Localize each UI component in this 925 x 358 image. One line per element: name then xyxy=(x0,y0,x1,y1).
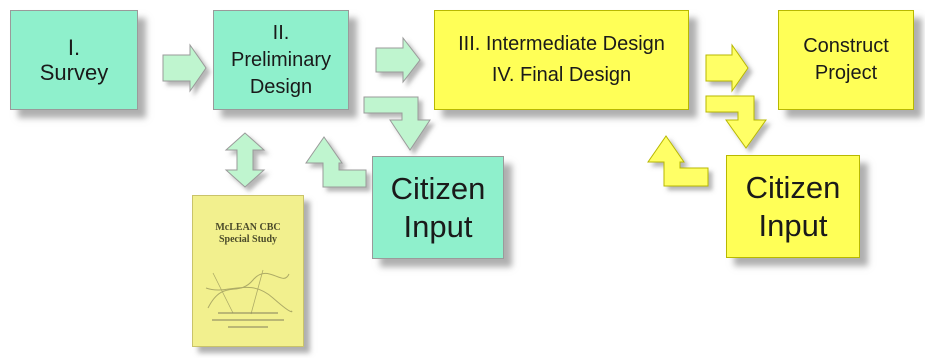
arrow-citizen-to-intermediate xyxy=(647,135,709,187)
intermediate-final-design-box: III. Intermediate Design IV. Final Desig… xyxy=(434,10,689,110)
arrow-citizen-to-preliminary xyxy=(305,136,367,188)
preliminary-design-box: II. Preliminary Design xyxy=(213,10,349,110)
special-study-document: McLEAN CBC Special Study xyxy=(192,195,304,347)
document-map-graphic xyxy=(205,269,293,315)
survey-line-2: Survey xyxy=(39,60,109,85)
arrow-intermediate-to-citizen xyxy=(705,95,767,149)
citizen-input-box-green: Citizen Input xyxy=(372,156,504,259)
final-design-label: IV. Final Design xyxy=(491,64,632,86)
survey-line-1: I. xyxy=(67,35,81,60)
arrow-preliminary-to-citizen xyxy=(363,96,431,151)
arrow-intermediate-to-construct xyxy=(705,43,749,93)
construct-line-1: Construct xyxy=(803,35,889,57)
arrow-preliminary-to-intermediate xyxy=(375,36,421,84)
survey-box: I. Survey xyxy=(10,10,138,110)
citizen-yellow-line-1: Citizen xyxy=(745,169,841,205)
document-text-lines xyxy=(208,312,288,328)
arrow-survey-to-preliminary xyxy=(162,43,207,93)
citizen-green-line-1: Citizen xyxy=(390,170,486,206)
citizen-input-box-yellow: Citizen Input xyxy=(726,155,860,258)
document-subtitle: Special Study xyxy=(218,234,278,245)
citizen-yellow-line-2: Input xyxy=(758,207,828,243)
intermediate-design-label: III. Intermediate Design xyxy=(458,33,665,55)
document-title: McLEAN CBC xyxy=(215,222,281,233)
preliminary-line-3: Design xyxy=(249,75,313,98)
citizen-green-line-2: Input xyxy=(403,208,473,244)
preliminary-line-1: II. xyxy=(272,21,290,44)
arrow-preliminary-document xyxy=(224,132,266,188)
preliminary-line-2: Preliminary xyxy=(230,48,332,71)
construct-line-2: Project xyxy=(814,62,878,84)
construct-project-box: Construct Project xyxy=(778,10,914,110)
